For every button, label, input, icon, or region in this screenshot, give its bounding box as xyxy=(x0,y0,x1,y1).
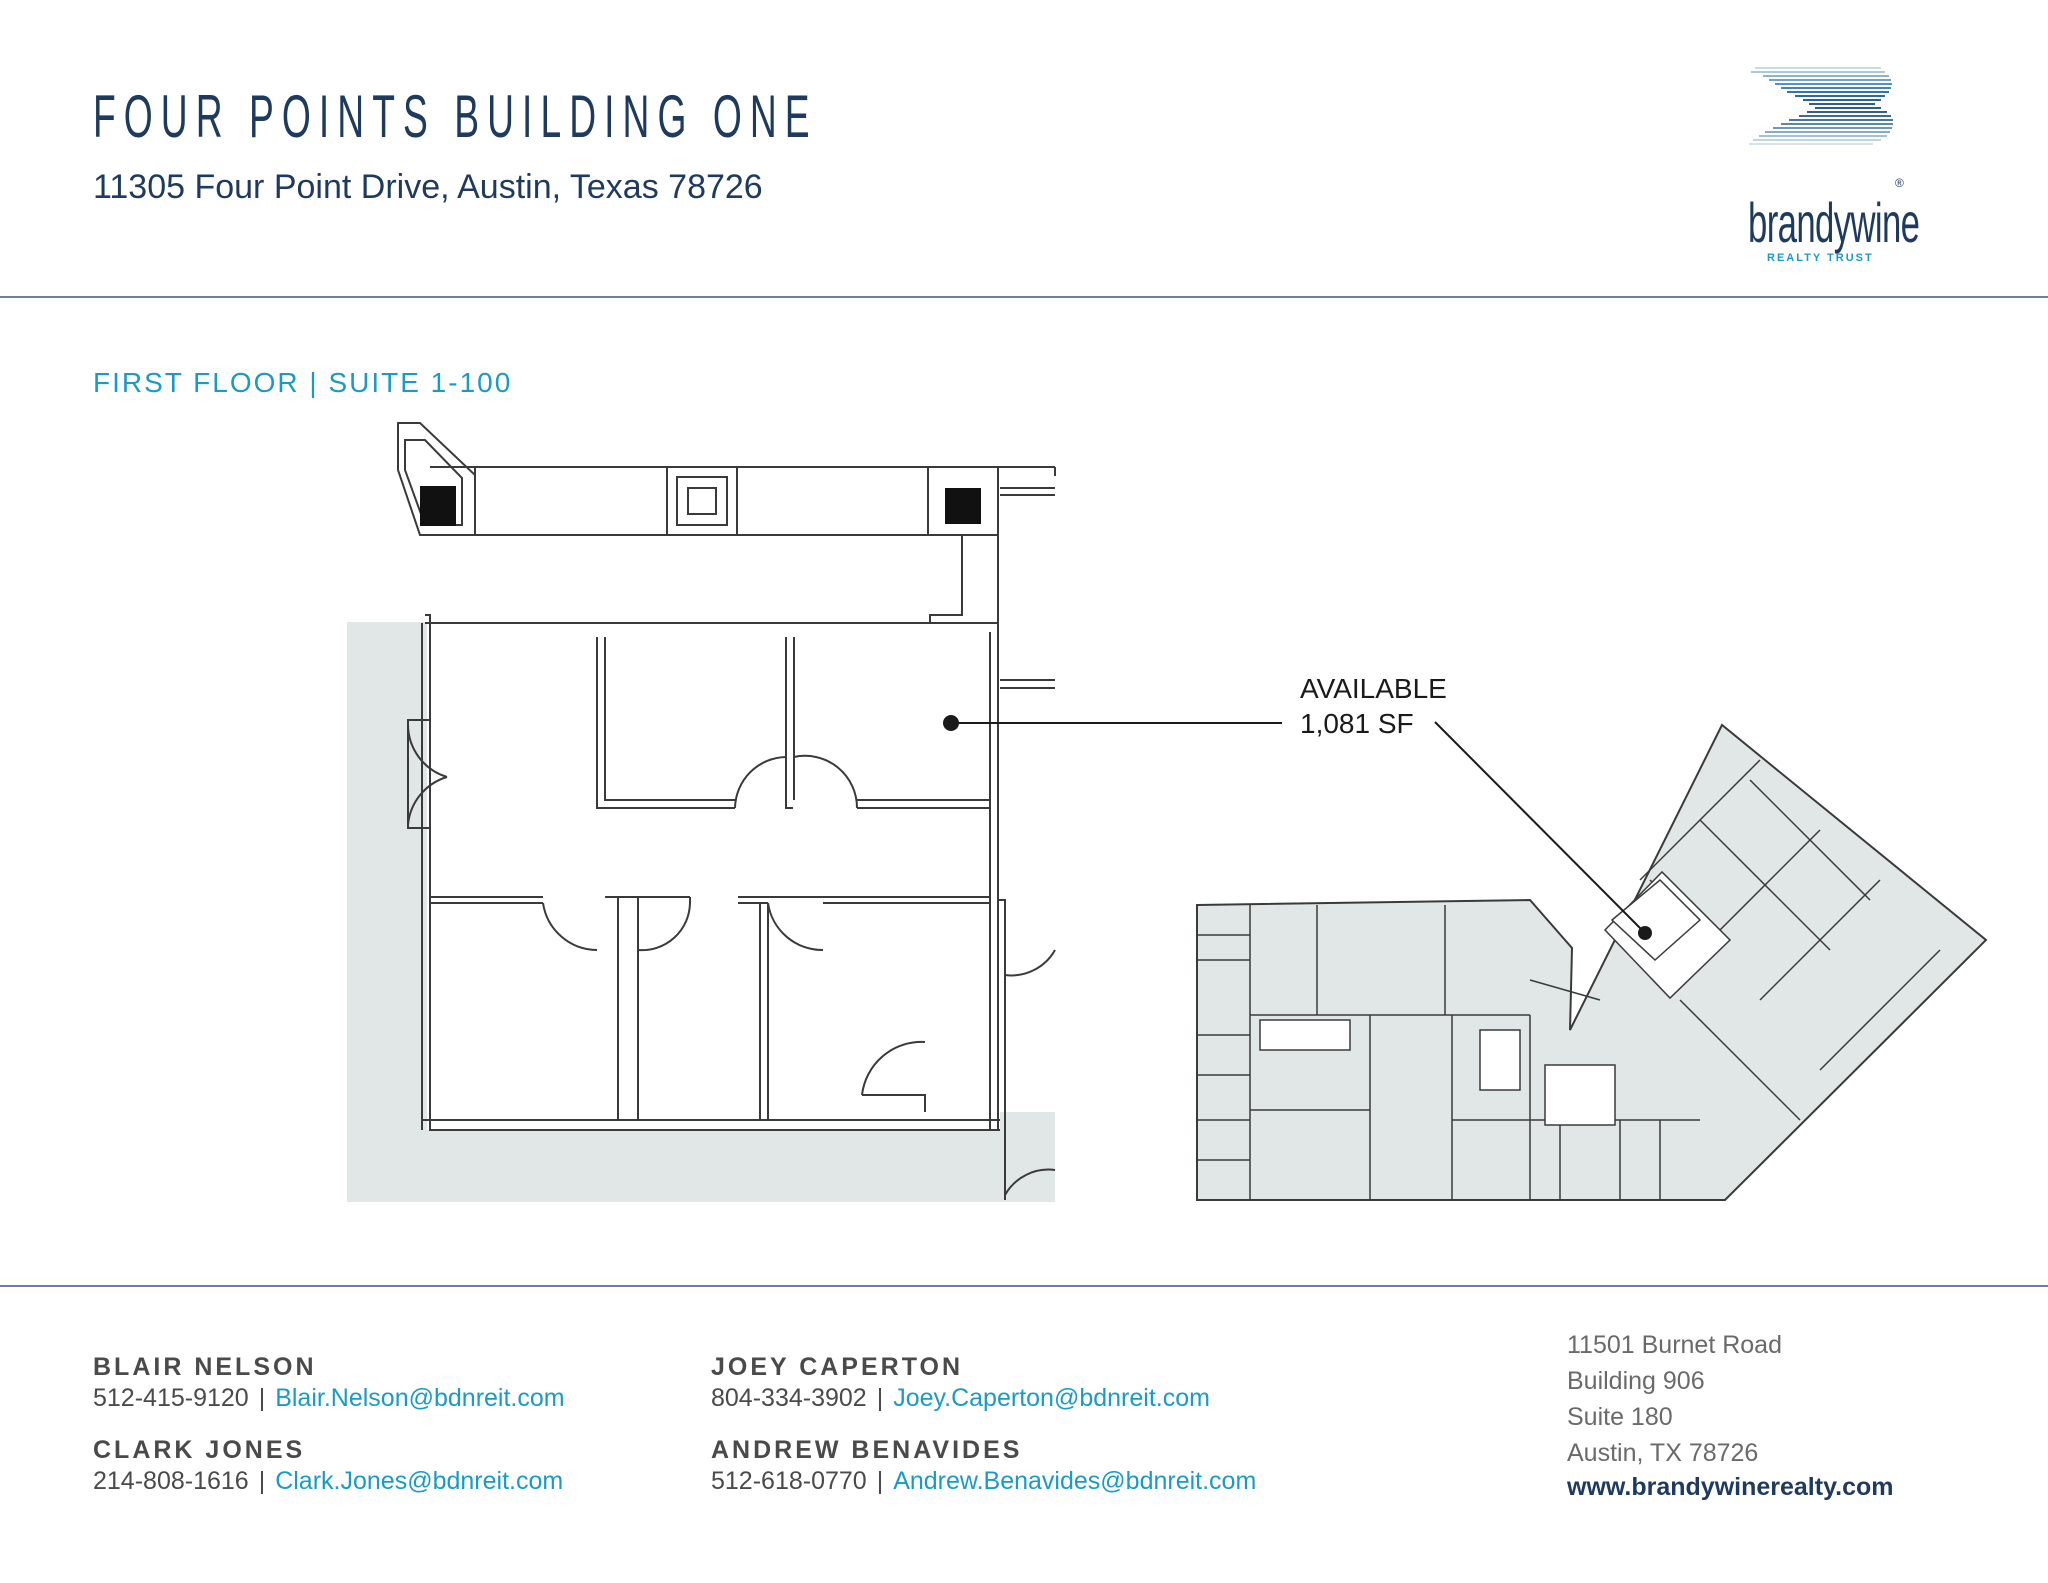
contact-email-link[interactable]: Clark.Jones@bdnreit.com xyxy=(275,1467,564,1495)
contact-email-link[interactable]: Andrew.Benavides@bdnreit.com xyxy=(893,1467,1257,1495)
suite-area: 1,081 SF xyxy=(1300,708,1414,739)
contact-name: ANDREW BENAVIDES xyxy=(711,1436,1023,1464)
suite-plan xyxy=(347,422,1056,1202)
contact-phone: 512-415-9120 xyxy=(93,1384,249,1412)
office-city: Austin, TX 78726 xyxy=(1567,1439,1759,1467)
contact-details: 214-808-1616 | Clark.Jones@bdnreit.com xyxy=(93,1467,563,1496)
floor-suite-label: FIRST FLOOR | SUITE 1-100 xyxy=(93,367,513,398)
office-building: Building 906 xyxy=(1567,1367,1705,1395)
contact-phone: 512-618-0770 xyxy=(711,1467,867,1495)
website-link[interactable]: www.brandywinerealty.com xyxy=(1567,1473,1894,1501)
contact-email-link[interactable]: Joey.Caperton@bdnreit.com xyxy=(893,1384,1210,1412)
contact-email-link[interactable]: Blair.Nelson@bdnreit.com xyxy=(275,1384,565,1412)
logo-tagline: REALTY TRUST xyxy=(1767,252,1874,264)
separator: | xyxy=(876,1467,884,1495)
footer-divider xyxy=(0,1285,2048,1287)
contact-phone: 214-808-1616 xyxy=(93,1467,249,1495)
brandywine-logo xyxy=(1749,67,1893,145)
contact-phone: 804-334-3902 xyxy=(711,1384,867,1412)
keyplan-leader-line xyxy=(1434,721,1646,934)
separator: | xyxy=(876,1384,884,1412)
contact-name: BLAIR NELSON xyxy=(93,1353,317,1381)
page-title: FOUR POINTS BUILDING ONE xyxy=(93,83,818,150)
registered-mark: ® xyxy=(1895,176,1904,190)
contact-details: 512-618-0770 | Andrew.Benavides@bdnreit.co… xyxy=(711,1467,1256,1496)
availability-status: AVAILABLE xyxy=(1300,673,1447,704)
contact-name: JOEY CAPERTON xyxy=(711,1353,964,1381)
separator: | xyxy=(258,1467,266,1495)
office-street: 11501 Burnet Road xyxy=(1567,1331,1782,1359)
office-suite: Suite 180 xyxy=(1567,1403,1673,1431)
key-plan xyxy=(1196,723,1988,1201)
floor-plan xyxy=(347,422,1988,1202)
contact-name: CLARK JONES xyxy=(93,1436,306,1464)
contact-details: 804-334-3902 | Joey.Caperton@bdnreit.com xyxy=(711,1384,1210,1413)
separator: | xyxy=(258,1384,266,1412)
logo-mark-icon xyxy=(1749,67,1893,145)
building-address: 11305 Four Point Drive, Austin, Texas 78… xyxy=(93,168,763,206)
contact-details: 512-415-9120 | Blair.Nelson@bdnreit.com xyxy=(93,1384,565,1413)
logo-wordmark: brandywine xyxy=(1748,191,1920,254)
header-divider xyxy=(0,296,2048,298)
